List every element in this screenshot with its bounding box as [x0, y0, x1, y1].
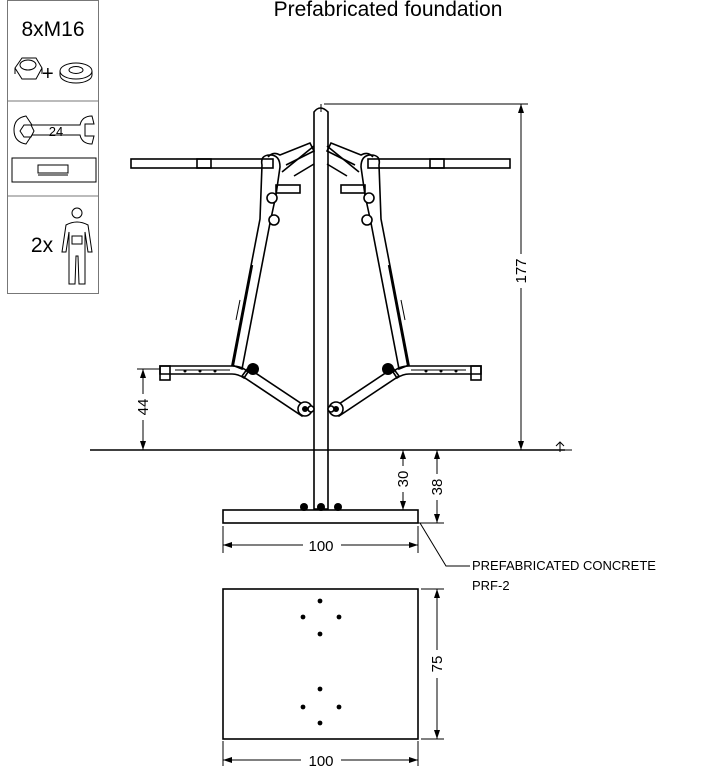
worker-icon — [61, 207, 93, 285]
central-post — [313, 107, 329, 510]
plus-glyph: + — [42, 63, 54, 85]
wrench-size-label: 24 — [49, 124, 63, 139]
dim-foot-height-label: 44 — [135, 399, 152, 416]
dim-foundation-depth — [418, 449, 446, 524]
dim-foundation-width-top — [222, 741, 419, 768]
side-elevation: 177 44 30 38 — [90, 103, 656, 593]
bolts-count-label: 8xM16 — [21, 18, 84, 41]
washer-icon — [59, 62, 93, 84]
right-footrest — [391, 365, 482, 381]
left-footrest — [159, 365, 250, 381]
dim-foundation-width-top-label: 100 — [308, 753, 333, 768]
dim-foundation-length-top — [421, 588, 446, 740]
anchor-holes — [300, 598, 342, 726]
ground-level-marker-icon — [555, 441, 572, 452]
foundation-label-line1: PREFABRICATED CONCRETE — [472, 558, 656, 573]
dim-foundation-width-side-label: 100 — [308, 538, 333, 555]
dim-foot-height — [134, 368, 160, 450]
right-swing-arm — [328, 154, 410, 418]
dim-total-height — [324, 103, 530, 450]
foundation-label-line2: PRF-2 — [472, 578, 510, 593]
nut-icon — [14, 57, 43, 80]
dim-foundation-width-side — [222, 526, 419, 553]
right-handlebar — [325, 141, 511, 194]
dim-foundation-depth-label: 38 — [429, 479, 446, 496]
installers-count-label: 2x — [31, 234, 54, 257]
left-swing-arm — [231, 154, 313, 418]
anchor-bolts — [300, 503, 342, 511]
left-handlebar — [130, 141, 316, 194]
spirit-level-icon — [11, 157, 97, 183]
foundation-block-side — [222, 509, 419, 524]
dim-foundation-length-top-label: 75 — [429, 656, 446, 673]
dim-post-depth — [394, 450, 418, 511]
dim-total-height-label: 177 — [513, 258, 530, 283]
tools-panel: 8xM16 + 24 2x — [7, 0, 99, 294]
foundation-plan-view: 75 100 — [222, 588, 446, 768]
drawing-title: Prefabricated foundation — [274, 0, 503, 21]
dim-post-depth-label: 30 — [395, 471, 412, 488]
foundation-leader-line — [419, 522, 470, 567]
wrench-icon — [13, 115, 95, 145]
foundation-block-top — [222, 588, 419, 740]
